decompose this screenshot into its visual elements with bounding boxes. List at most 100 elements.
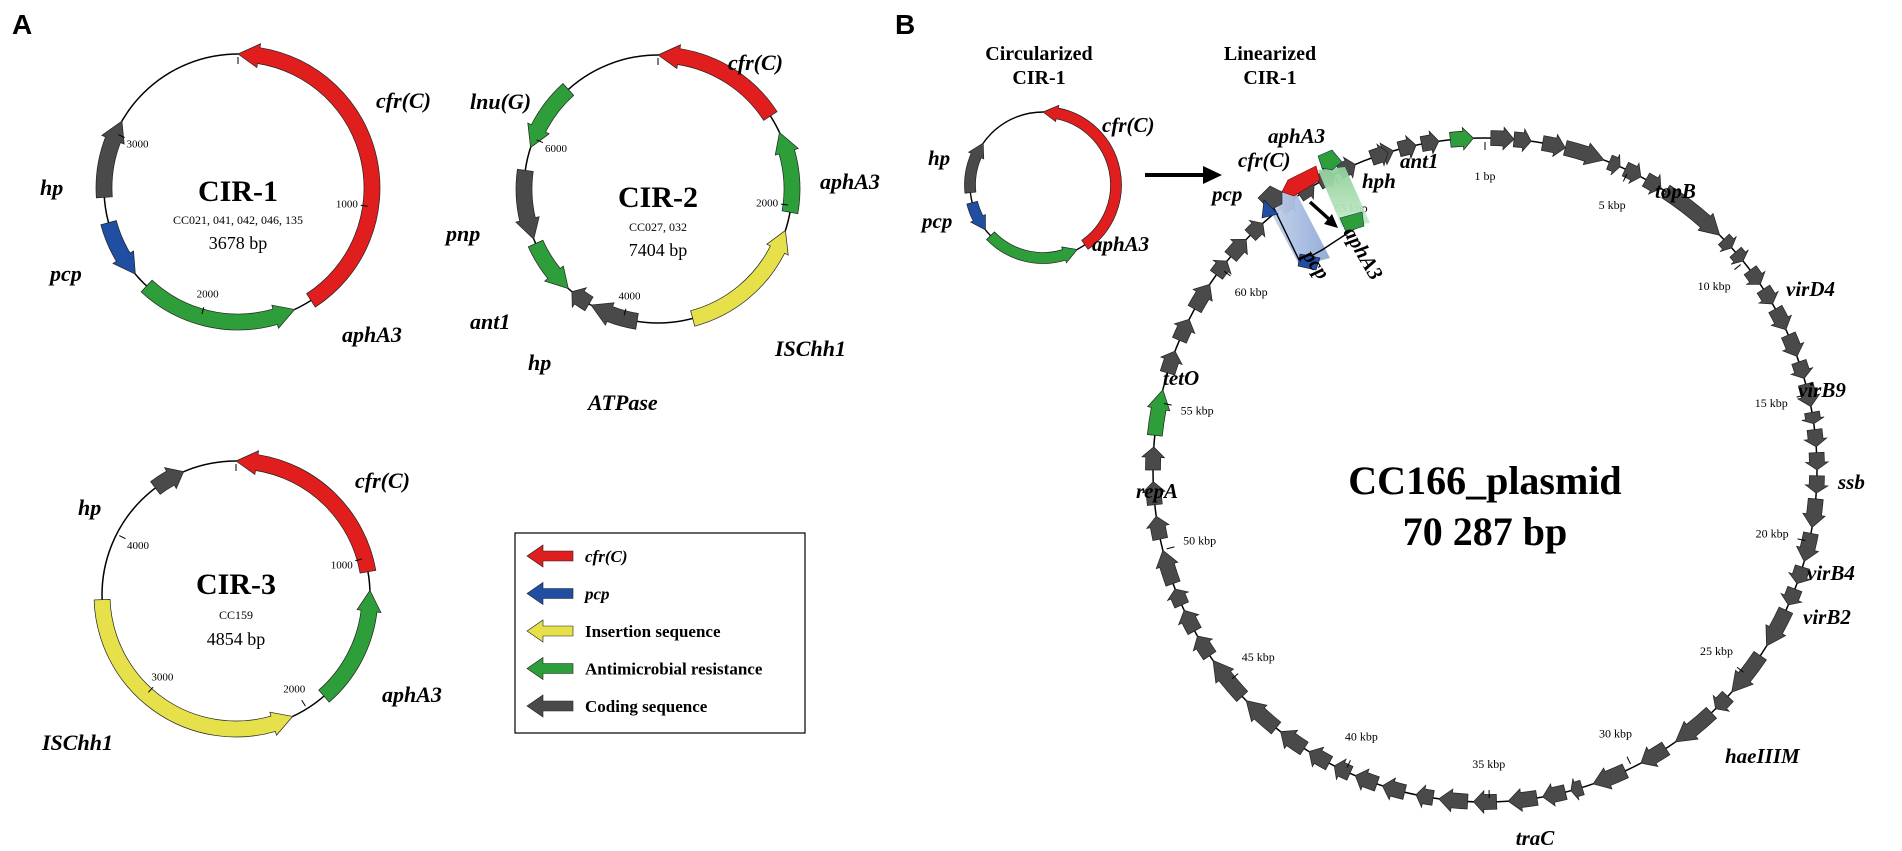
plasmid-gene-29 — [1640, 741, 1671, 768]
cir3-tick-2000-mark — [301, 699, 306, 707]
cir2-gene-aphA3 — [774, 131, 801, 215]
insert-label-cfrC: cfr(C) — [1238, 148, 1290, 172]
cir2-size: 7404 bp — [629, 240, 688, 260]
plasmid-gene-36 — [1415, 784, 1435, 809]
plasmid-gene-label-2: virB9 — [1798, 378, 1846, 402]
insert-label-aphA3-bottom: aphA3 — [1339, 223, 1388, 285]
cir2-title: CIR-2 — [618, 181, 698, 214]
plasmid-tick-label-2: 10 kbp — [1698, 279, 1731, 293]
plasmid-gene-47 — [1155, 549, 1181, 587]
plasmid-tick-mark-12 — [1223, 270, 1231, 277]
cir1-tick-2000-mark — [201, 307, 205, 315]
cir3-label-ISChh1: ISChh1 — [41, 730, 113, 755]
plasmid-gene-label-5: virB2 — [1803, 605, 1851, 629]
plasmid-tick-label-1: 5 kbp — [1599, 198, 1626, 212]
plasmid-gene-50 — [1141, 446, 1166, 471]
cir2-label-aphA3: aphA3 — [820, 169, 880, 194]
cir1-gene-pcp — [100, 220, 136, 275]
plasmid-tick-mark-1 — [1622, 174, 1628, 182]
plasmid-gene-19 — [1804, 451, 1830, 471]
cir2-label-cfrC: cfr(C) — [728, 50, 783, 75]
plasmid-gene-label-1: virD4 — [1786, 277, 1835, 301]
plasmid-tick-label-10: 50 kbp — [1183, 534, 1216, 548]
plasmid-gene-37 — [1381, 777, 1407, 801]
small-gene-pcp — [966, 200, 986, 231]
small-gene-cfrC — [1042, 104, 1122, 250]
panel-label-a: A — [12, 9, 32, 40]
plasmid-gene-24 — [1780, 585, 1803, 606]
plasmid-gene-12 — [1756, 284, 1779, 305]
legend-label-4: Coding sequence — [585, 697, 708, 716]
plasmid-gene-27 — [1712, 690, 1734, 712]
plasmid-gene-17 — [1801, 410, 1825, 425]
plasmid-gene-30 — [1592, 763, 1629, 790]
cir1-strains: CC021, 041, 042, 046, 135 — [173, 213, 303, 227]
cir2-gene-hp — [571, 287, 594, 312]
cir1-gene-hp — [95, 120, 125, 199]
plasmid-gene-38 — [1354, 768, 1380, 792]
plasmid-gene-39 — [1333, 758, 1354, 781]
insert-pcp-left-icon — [1261, 199, 1279, 219]
plasmid-name: CC166_plasmid — [1348, 458, 1621, 503]
cir2-label-ant1: ant1 — [470, 309, 510, 334]
plasmid-tick-label-7: 35 kbp — [1472, 757, 1505, 771]
cir1-label-aphA3: aphA3 — [342, 322, 402, 347]
cir2-label-ISChh1: ISChh1 — [774, 336, 846, 361]
pcp-projection — [1262, 187, 1330, 266]
cir2-gene-ISChh1 — [690, 229, 789, 327]
small-label-cfrC: cfr(C) — [1102, 113, 1154, 137]
plasmid-gene-56 — [1224, 239, 1248, 262]
small-label-hp: hp — [928, 146, 950, 170]
plasmid-gene-51 — [1146, 388, 1171, 437]
cir1-label-hp: hp — [40, 175, 63, 200]
plasmid-tick-mark-11 — [1163, 402, 1172, 406]
legend-swatch-3 — [526, 656, 574, 681]
plasmid-gene-34 — [1472, 789, 1498, 815]
legend-swatch-4 — [526, 694, 574, 718]
cir2-strains: CC027, 032 — [629, 220, 687, 234]
cir2-gene-ATPase — [590, 302, 639, 330]
cir3-strains: CC159 — [219, 608, 253, 622]
plasmid-gene-54 — [1187, 283, 1213, 314]
insert-arrow-line — [1308, 200, 1332, 222]
plasmid-gene-31 — [1570, 778, 1585, 801]
plasmid-gene-28 — [1674, 706, 1718, 743]
plasmid-tick-mark-3 — [1796, 394, 1805, 398]
cir2-tick-2000-mark — [781, 203, 789, 206]
plasmid-gene-46 — [1166, 588, 1190, 609]
cir1-tick-1000-label: 1000 — [336, 198, 359, 210]
plasmid-gene-44 — [1192, 635, 1217, 661]
insert-label-pcp: pcp — [1210, 182, 1242, 206]
cir2-tick-4000-mark — [623, 308, 627, 316]
plasmid-gene-42 — [1245, 700, 1282, 735]
plasmid-gene-label-3: ssb — [1837, 470, 1865, 494]
plasmid-tick-label-12: 60 kbp — [1235, 285, 1268, 299]
plasmid-gene-11 — [1743, 265, 1766, 285]
plasmid-gene-55 — [1209, 259, 1232, 280]
cir3-tick-1000-label: 1000 — [331, 560, 354, 572]
plasmid-tick-mark-5 — [1736, 666, 1744, 673]
circularized-cir1: Circularized CIR-1 cfr(C) aphA3 hp pcp — [920, 43, 1154, 264]
plasmid-gene-45 — [1177, 609, 1202, 636]
cir2-label-hp: hp — [528, 350, 551, 375]
cir1-tick-2000-label: 2000 — [197, 289, 220, 301]
cir1-title: CIR-1 — [198, 175, 278, 208]
insert-label-aphA3: aphA3 — [1268, 124, 1325, 148]
cir3-gene-aphA3 — [318, 589, 382, 703]
plasmid-gene-20 — [1804, 475, 1830, 494]
plasmid-gene-66 — [1396, 135, 1417, 160]
plasmid-tick-label-5: 25 kbp — [1700, 644, 1733, 658]
plasmid-gene-65 — [1368, 143, 1389, 167]
plasmid-tick-mark-9 — [1231, 673, 1239, 680]
cir2-label-ATPase: ATPase — [586, 390, 658, 415]
plasmid-gene-35 — [1438, 788, 1469, 813]
insert-pcp-bottom-icon — [1297, 253, 1321, 271]
transition-arrow — [1145, 166, 1222, 184]
cir3-tick-1000-mark — [355, 558, 363, 562]
plasmid-gene-32 — [1542, 783, 1568, 807]
plasmid-gene-10 — [1729, 246, 1749, 265]
plasmid-gene-2 — [1512, 127, 1532, 153]
insert-label-ant1: ant1 — [1400, 149, 1439, 173]
